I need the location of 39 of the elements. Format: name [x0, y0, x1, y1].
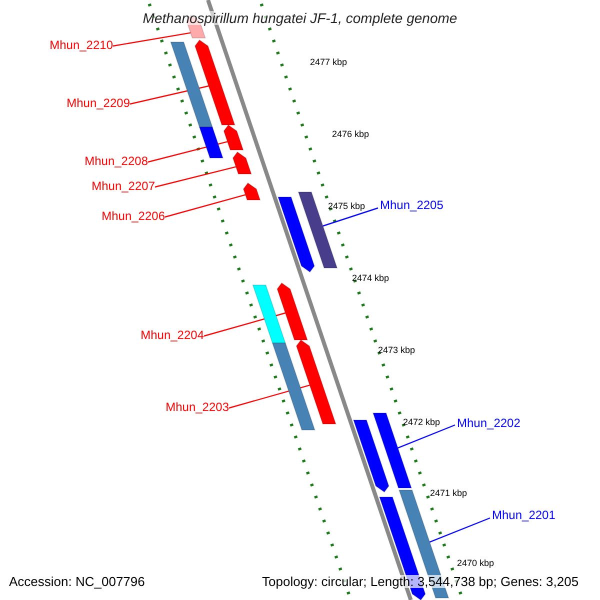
gene-bar [352, 420, 390, 493]
leader-line [322, 207, 378, 227]
leader-line [204, 312, 286, 337]
gene-bar [272, 342, 316, 430]
scale-label: 2476 kbp [332, 130, 370, 139]
leader-line [398, 424, 456, 448]
gene-label: Mhun_2208 [84, 155, 148, 167]
scale-label: 2475 kbp [328, 202, 366, 211]
gene-label: Mhun_2201 [492, 509, 556, 521]
gene-label: Mhun_2204 [140, 329, 204, 341]
gene-bar [296, 339, 336, 424]
gene-bar [198, 126, 224, 158]
leader-line [429, 517, 490, 543]
gene-label: Mhun_2206 [102, 210, 165, 222]
gene-bar [277, 196, 315, 273]
gene-label: Mhun_2205 [380, 199, 444, 211]
scale-label: 2471 kbp [430, 489, 468, 498]
leader-line [164, 194, 246, 218]
gene-label: Mhun_2209 [66, 97, 130, 109]
gene-label: Mhun_2203 [166, 401, 229, 413]
gene-bar [252, 284, 286, 344]
gene-label: Mhun_2210 [50, 39, 113, 51]
scale-label: 2474 kbp [352, 274, 390, 283]
scale-label: 2477 kbp [310, 58, 348, 67]
accession-text: Accession: NC_007796 [9, 575, 145, 588]
gene-bar [276, 282, 308, 340]
scale-label: 2473 kbp [378, 346, 416, 355]
genome-info-text: Topology: circular; Length: 3,544,738 bp; Genes: 3,205 [262, 575, 579, 588]
scale-label: 2472 kbp [403, 418, 440, 427]
gene-label: Mhun_2207 [92, 180, 155, 192]
gene-bar [242, 182, 261, 200]
leader-line [112, 32, 191, 47]
gene-bar [170, 42, 214, 128]
gene-bar [194, 39, 236, 126]
gene-bar [223, 124, 244, 150]
gene-label: Mhun_2202 [457, 417, 520, 429]
leader-line [154, 166, 236, 188]
scale-label: 2470 kbp [457, 559, 494, 568]
gene-bar [232, 151, 252, 174]
